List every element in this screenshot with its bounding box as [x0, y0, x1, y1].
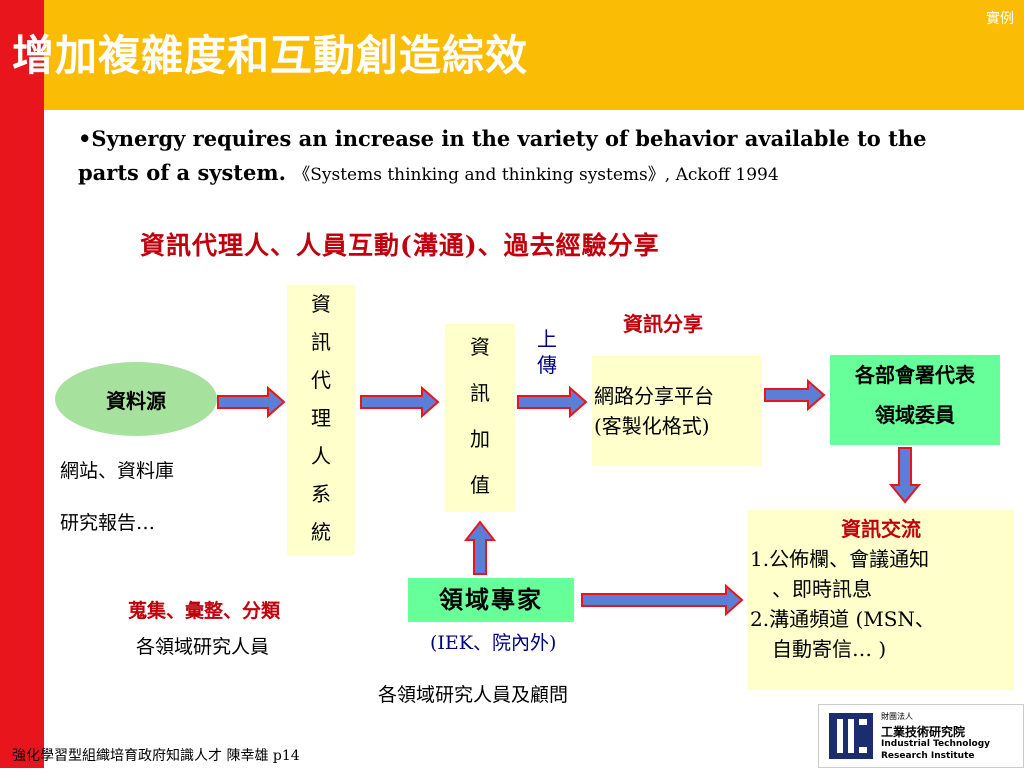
- itri-logo: 財團法人 工業技術研究院 Industrial Technology Resea…: [818, 704, 1024, 768]
- quote-citation: 《Systems thinking and thinking systems》,…: [293, 165, 779, 185]
- arrow-value-to-platform: [517, 385, 588, 419]
- arrow-rep-to-exchange: [888, 447, 922, 504]
- agent-char: 系: [311, 482, 331, 506]
- value-char: 值: [470, 473, 490, 497]
- collect-desc: 各領域研究人員: [136, 636, 270, 658]
- arrow-platform-to-rep: [764, 378, 826, 412]
- footer-text: 強化學習型組織培育政府知識人才 陳幸雄 p14: [12, 748, 300, 764]
- logo-name-en-2: Research Institute: [881, 751, 975, 761]
- logo-name-en-1: Industrial Technology: [881, 739, 991, 749]
- data-source-node: 資料源: [55, 362, 217, 436]
- slide-title: 增加複雜度和互動創造綜效: [12, 31, 529, 80]
- platform-line-1: 網路分享平台: [594, 384, 714, 408]
- domain-expert-box: 領域專家: [408, 578, 574, 622]
- info-value-add-box: 資 訊 加 值: [445, 324, 515, 512]
- agent-char: 資: [311, 292, 331, 316]
- info-sharing-heading: 資訊分享: [623, 312, 703, 336]
- exchange-item-1b: 、即時訊息: [772, 577, 872, 601]
- agent-char: 統: [311, 520, 331, 544]
- arrow-agent-to-value: [360, 385, 440, 419]
- arrow-expert-to-value: [463, 520, 497, 575]
- arrow-source-to-agent: [217, 385, 286, 419]
- data-source-label: 資料源: [106, 388, 166, 413]
- arrow-expert-to-exchange: [581, 583, 744, 617]
- logo-prefix: 財團法人: [881, 712, 913, 721]
- upload-label: 上傳: [537, 327, 557, 377]
- side-accent-bar: [0, 0, 44, 768]
- data-source-desc-1: 網站、資料庫: [60, 460, 175, 482]
- quote-text: •Synergy requires an increase in the var…: [78, 126, 927, 185]
- header-bar: [0, 0, 1024, 110]
- data-source-desc-2: 研究報告…: [60, 512, 156, 534]
- agent-char: 訊: [311, 330, 331, 354]
- exchange-heading: 資訊交流: [841, 517, 921, 541]
- collect-label: 蒐集、彙整、分類: [128, 600, 281, 622]
- representatives-box: 各部會署代表 領域委員: [830, 355, 1000, 445]
- expert-desc: 各領域研究人員及顧問: [378, 684, 569, 706]
- value-char: 資: [470, 335, 490, 359]
- expert-sub: (IEK、院內外): [430, 632, 557, 654]
- info-agent-box: 資 訊 代 理 人 系 統: [287, 285, 355, 555]
- rep-line-1: 各部會署代表: [855, 363, 975, 387]
- info-exchange-box: 資訊交流 1.公佈欄、會議通知 、即時訊息 2.溝通頻道 (MSN、 自動寄信……: [748, 510, 1014, 690]
- itri-logo-mark: [829, 713, 873, 759]
- exchange-item-2a: 2.溝通頻道 (MSN、: [750, 607, 935, 631]
- agent-char: 理: [311, 406, 331, 430]
- platform-line-2: (客製化格式): [594, 414, 710, 438]
- exchange-item-1a: 1.公佈欄、會議通知: [750, 547, 930, 571]
- quote: •Synergy requires an increase in the var…: [78, 122, 978, 192]
- exchange-item-2b: 自動寄信… ): [772, 637, 887, 661]
- value-char: 加: [470, 427, 490, 451]
- logo-name-zh: 工業技術研究院: [881, 725, 966, 739]
- section-title: 資訊代理人、人員互動(溝通)、過去經驗分享: [140, 231, 660, 260]
- sharing-platform-box: 網路分享平台 (客製化格式): [592, 356, 762, 466]
- agent-char: 代: [311, 368, 331, 392]
- corner-tag: 實例: [986, 11, 1014, 27]
- value-char: 訊: [470, 381, 490, 405]
- agent-char: 人: [311, 444, 331, 468]
- rep-line-2: 領域委員: [875, 403, 955, 427]
